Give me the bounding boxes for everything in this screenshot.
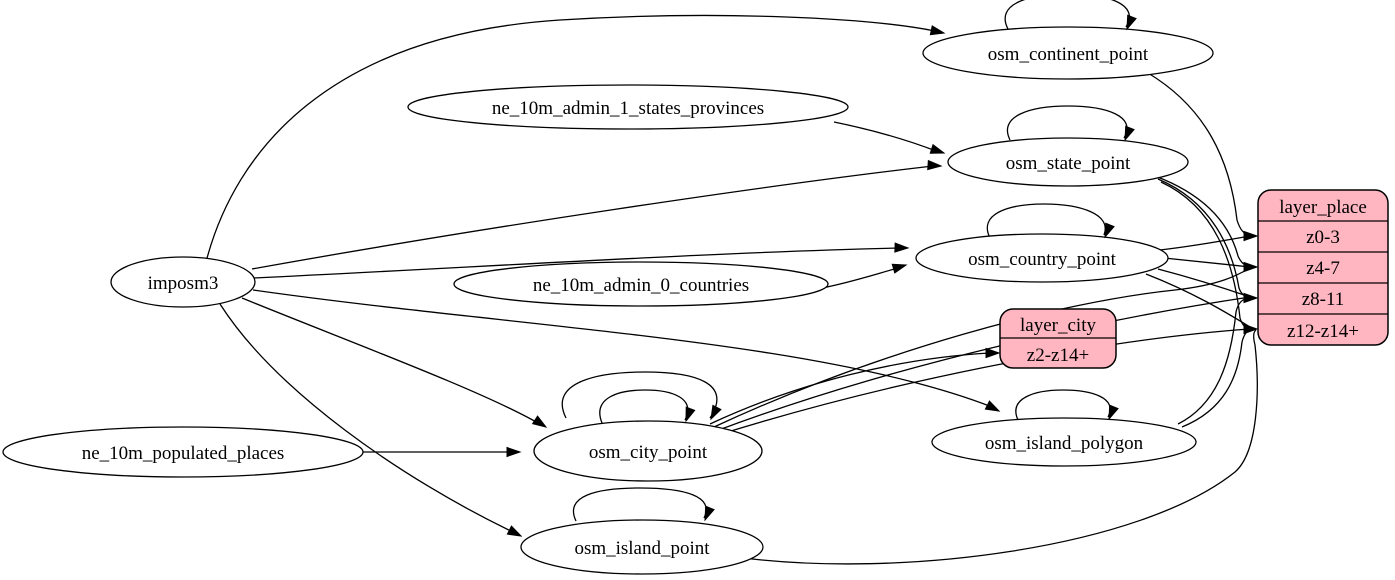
arrow-into-state-from-imposm3 <box>927 159 943 171</box>
node-osm-country-point: osm_country_point <box>915 233 1169 283</box>
arrow-into-layer-place-z0-3 <box>1243 230 1259 242</box>
arrow-island-point-loop <box>704 505 715 522</box>
edge-imposm3-city <box>241 297 539 424</box>
node-osm-city-point: osm_city_point <box>533 420 763 482</box>
edge-city-z8-11 <box>715 296 1251 432</box>
island-polygon-ellipse <box>931 417 1197 467</box>
arrow-into-city-from-populated <box>506 446 522 458</box>
node-layer-city: layer_city z2-z14+ <box>999 308 1117 369</box>
edge-country-z0-3 <box>1159 235 1251 251</box>
island-point-label: osm_island_point <box>574 538 710 559</box>
selfloop-island-polygon <box>1015 389 1111 421</box>
node-osm-island-polygon: osm_island_polygon <box>931 417 1197 467</box>
edge-continent-z0-3 <box>1147 72 1251 237</box>
arrow-city-loop-outer <box>710 404 722 421</box>
layer-place-row-z4-7: z4-7 <box>1306 258 1340 279</box>
imposm3-label: imposm3 <box>148 273 219 294</box>
arrow-into-island-point <box>506 525 523 537</box>
edge-imposm3-island-point <box>219 303 516 534</box>
arrow-city-loop-inner <box>685 406 696 423</box>
edge-imposm3-state <box>251 165 934 270</box>
edge-imposm3-island-polygon <box>252 289 993 408</box>
continent-label: osm_continent_point <box>988 44 1149 65</box>
edge-country-z12-z14 <box>1145 273 1251 328</box>
edge-city-z12-z14 <box>717 328 1251 436</box>
edge-imposm3-country <box>253 247 901 279</box>
layer-place-row-z8-11: z8-11 <box>1302 289 1345 310</box>
edge-admin0-country <box>821 267 899 289</box>
layer-city-title: layer_city <box>1020 315 1096 336</box>
arrow-continent-loop <box>1126 14 1137 31</box>
island-polygon-label: osm_island_polygon <box>985 433 1144 454</box>
arrow-into-city-from-imposm3 <box>531 415 548 428</box>
imposm3-ellipse <box>110 256 256 308</box>
island-point-ellipse <box>520 519 764 575</box>
arrow-country-loop <box>1104 222 1115 239</box>
node-ne-10m-populated-places: ne_10m_populated_places <box>2 426 364 478</box>
arrow-island-polygon-loop <box>1108 404 1119 421</box>
node-layer-place: layer_place z0-3 z4-7 z8-11 z12-z14+ <box>1257 189 1389 346</box>
arrow-into-layer-city-z2 <box>985 347 1001 359</box>
city-ellipse <box>533 420 763 482</box>
layer-city-row-z2-z14: z2-z14+ <box>1027 345 1089 366</box>
edge-state-z4-7 <box>1154 175 1251 268</box>
city-label: osm_city_point <box>589 442 708 463</box>
selfloop-island-point <box>572 487 707 522</box>
country-label: osm_country_point <box>968 249 1116 270</box>
edge-imposm3-continent <box>205 14 936 263</box>
arrow-into-continent <box>929 25 946 36</box>
state-label: osm_state_point <box>1006 153 1131 174</box>
arrow-into-country-from-imposm3 <box>894 242 910 253</box>
node-imposm3: imposm3 <box>110 256 256 308</box>
admin0-label: ne_10m_admin_0_countries <box>533 275 749 296</box>
edge-admin1-state <box>833 121 937 152</box>
arrow-into-layer-place-z12-z14 <box>1243 323 1259 335</box>
edge-islandpoint-z12-z14 <box>735 329 1258 565</box>
arrow-into-country-from-admin0 <box>891 263 908 274</box>
selfloop-city-outer <box>561 371 718 419</box>
arrow-into-layer-place-z8-11 <box>1243 292 1259 304</box>
country-ellipse <box>915 233 1169 283</box>
node-ne-10m-admin-1-states-provinces: ne_10m_admin_1_states_provinces <box>407 84 849 130</box>
layer-place-row-z0-3: z0-3 <box>1306 227 1340 248</box>
admin1-ellipse <box>407 84 849 130</box>
state-ellipse <box>947 137 1189 187</box>
layer-place-box <box>1257 189 1389 346</box>
arrowheads <box>506 14 1259 537</box>
admin1-label: ne_10m_admin_1_states_provinces <box>492 98 764 119</box>
selfloop-state <box>1007 105 1128 141</box>
node-ne-10m-admin-0-countries: ne_10m_admin_0_countries <box>453 261 829 307</box>
selfloop-city-inner <box>599 389 689 424</box>
node-osm-island-point: osm_island_point <box>520 519 764 575</box>
continent-ellipse <box>922 26 1214 80</box>
edge-city-layercity <box>709 352 991 425</box>
selfloop-country <box>986 203 1106 239</box>
selfloop-continent <box>1004 0 1130 30</box>
edge-country-z4-7 <box>1163 257 1251 268</box>
populated-ellipse <box>2 426 364 478</box>
arrow-state-loop <box>1124 125 1135 142</box>
node-osm-continent-point: osm_continent_point <box>922 26 1214 80</box>
node-osm-state-point: osm_state_point <box>947 137 1189 187</box>
edge-islandpolygon-z12-z14 <box>1181 328 1253 428</box>
edge-country-z8-11 <box>1157 268 1251 298</box>
layer-place-row-z12-z14: z12-z14+ <box>1287 321 1359 342</box>
arrow-into-island-polygon <box>984 400 1001 412</box>
arrow-into-state-from-admin1 <box>929 143 946 154</box>
edge-islandpolygon-z8-11 <box>1177 297 1251 425</box>
layer-place-title: layer_place <box>1279 197 1367 218</box>
populated-label: ne_10m_populated_places <box>82 443 285 464</box>
admin0-ellipse <box>453 261 829 307</box>
edge-city-z4-7 <box>713 267 1251 428</box>
arrow-into-layer-place-z4-7 <box>1243 261 1259 273</box>
